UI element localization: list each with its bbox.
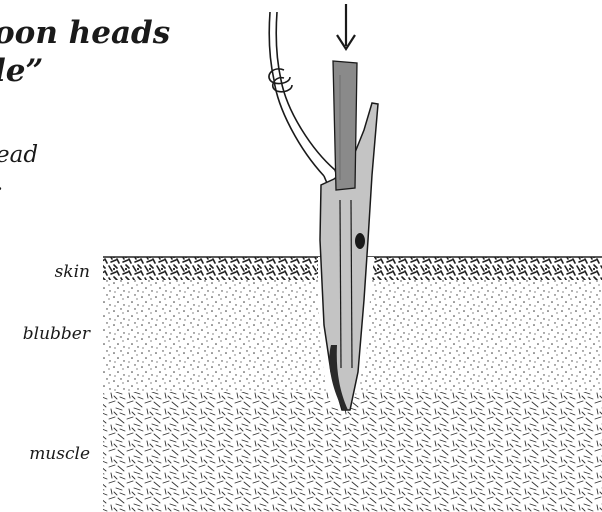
line-hole: [355, 233, 365, 249]
arrow-down-icon: [337, 4, 355, 49]
harpoon-shaft: [333, 61, 357, 190]
muscle-layer: [103, 392, 602, 512]
